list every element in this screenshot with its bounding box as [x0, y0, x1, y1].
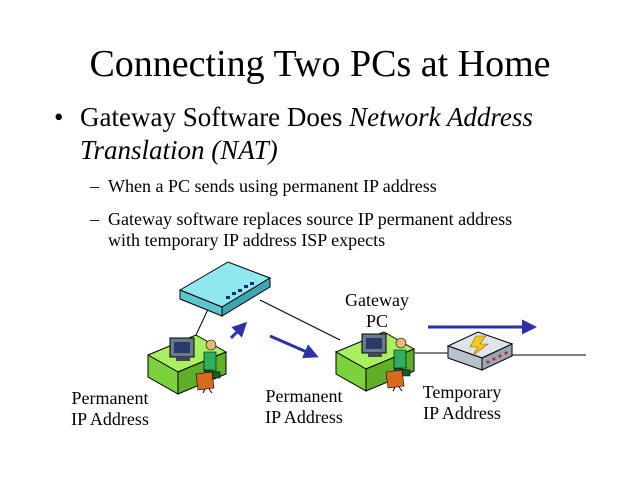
bullet-text-plain: Gateway Software Does: [80, 102, 350, 132]
pc2-label-line2: IP Address: [265, 407, 343, 427]
arrow-right-icon: [229, 321, 248, 340]
pc1-label: Permanent IP Address: [50, 388, 170, 430]
pc2-label-line1: Permanent: [265, 386, 343, 406]
pc1-label-line2: IP Address: [71, 409, 149, 429]
desktop-workstation-icon: [146, 334, 228, 395]
sub-bullet-marker: –: [90, 209, 99, 229]
arrow-right-icon: [269, 334, 319, 359]
pc2-label: Permanent IP Address: [244, 386, 364, 428]
temporary-label-line2: IP Address: [423, 403, 501, 423]
slide-title: Connecting Two PCs at Home: [89, 43, 551, 85]
gateway-label-line2: PC: [365, 311, 389, 331]
modem-lightning-icon: [446, 331, 514, 371]
pc1-label-line1: Permanent: [71, 388, 149, 408]
gateway-label: Gateway PC: [332, 290, 422, 332]
network-hub-icon: [178, 261, 272, 317]
sub-bullet-text: Gateway software replaces source IP perm…: [108, 209, 513, 250]
gateway-workstation-icon: [334, 331, 416, 392]
temporary-label-line1: Temporary: [422, 382, 502, 402]
bullet-marker: •: [54, 102, 64, 132]
sub-bullet-marker: –: [90, 176, 99, 196]
link-hub-gateway: [259, 299, 341, 341]
gateway-label-line1: Gateway: [345, 290, 409, 310]
bullet-text: Gateway Software Does Network Address Tr…: [80, 101, 590, 167]
sub-bullet-text: When a PC sends using permanent IP addre…: [108, 176, 437, 196]
temporary-label: Temporary IP Address: [402, 382, 522, 424]
bullet-text-italic: Network Address Translation (NAT): [80, 102, 533, 165]
